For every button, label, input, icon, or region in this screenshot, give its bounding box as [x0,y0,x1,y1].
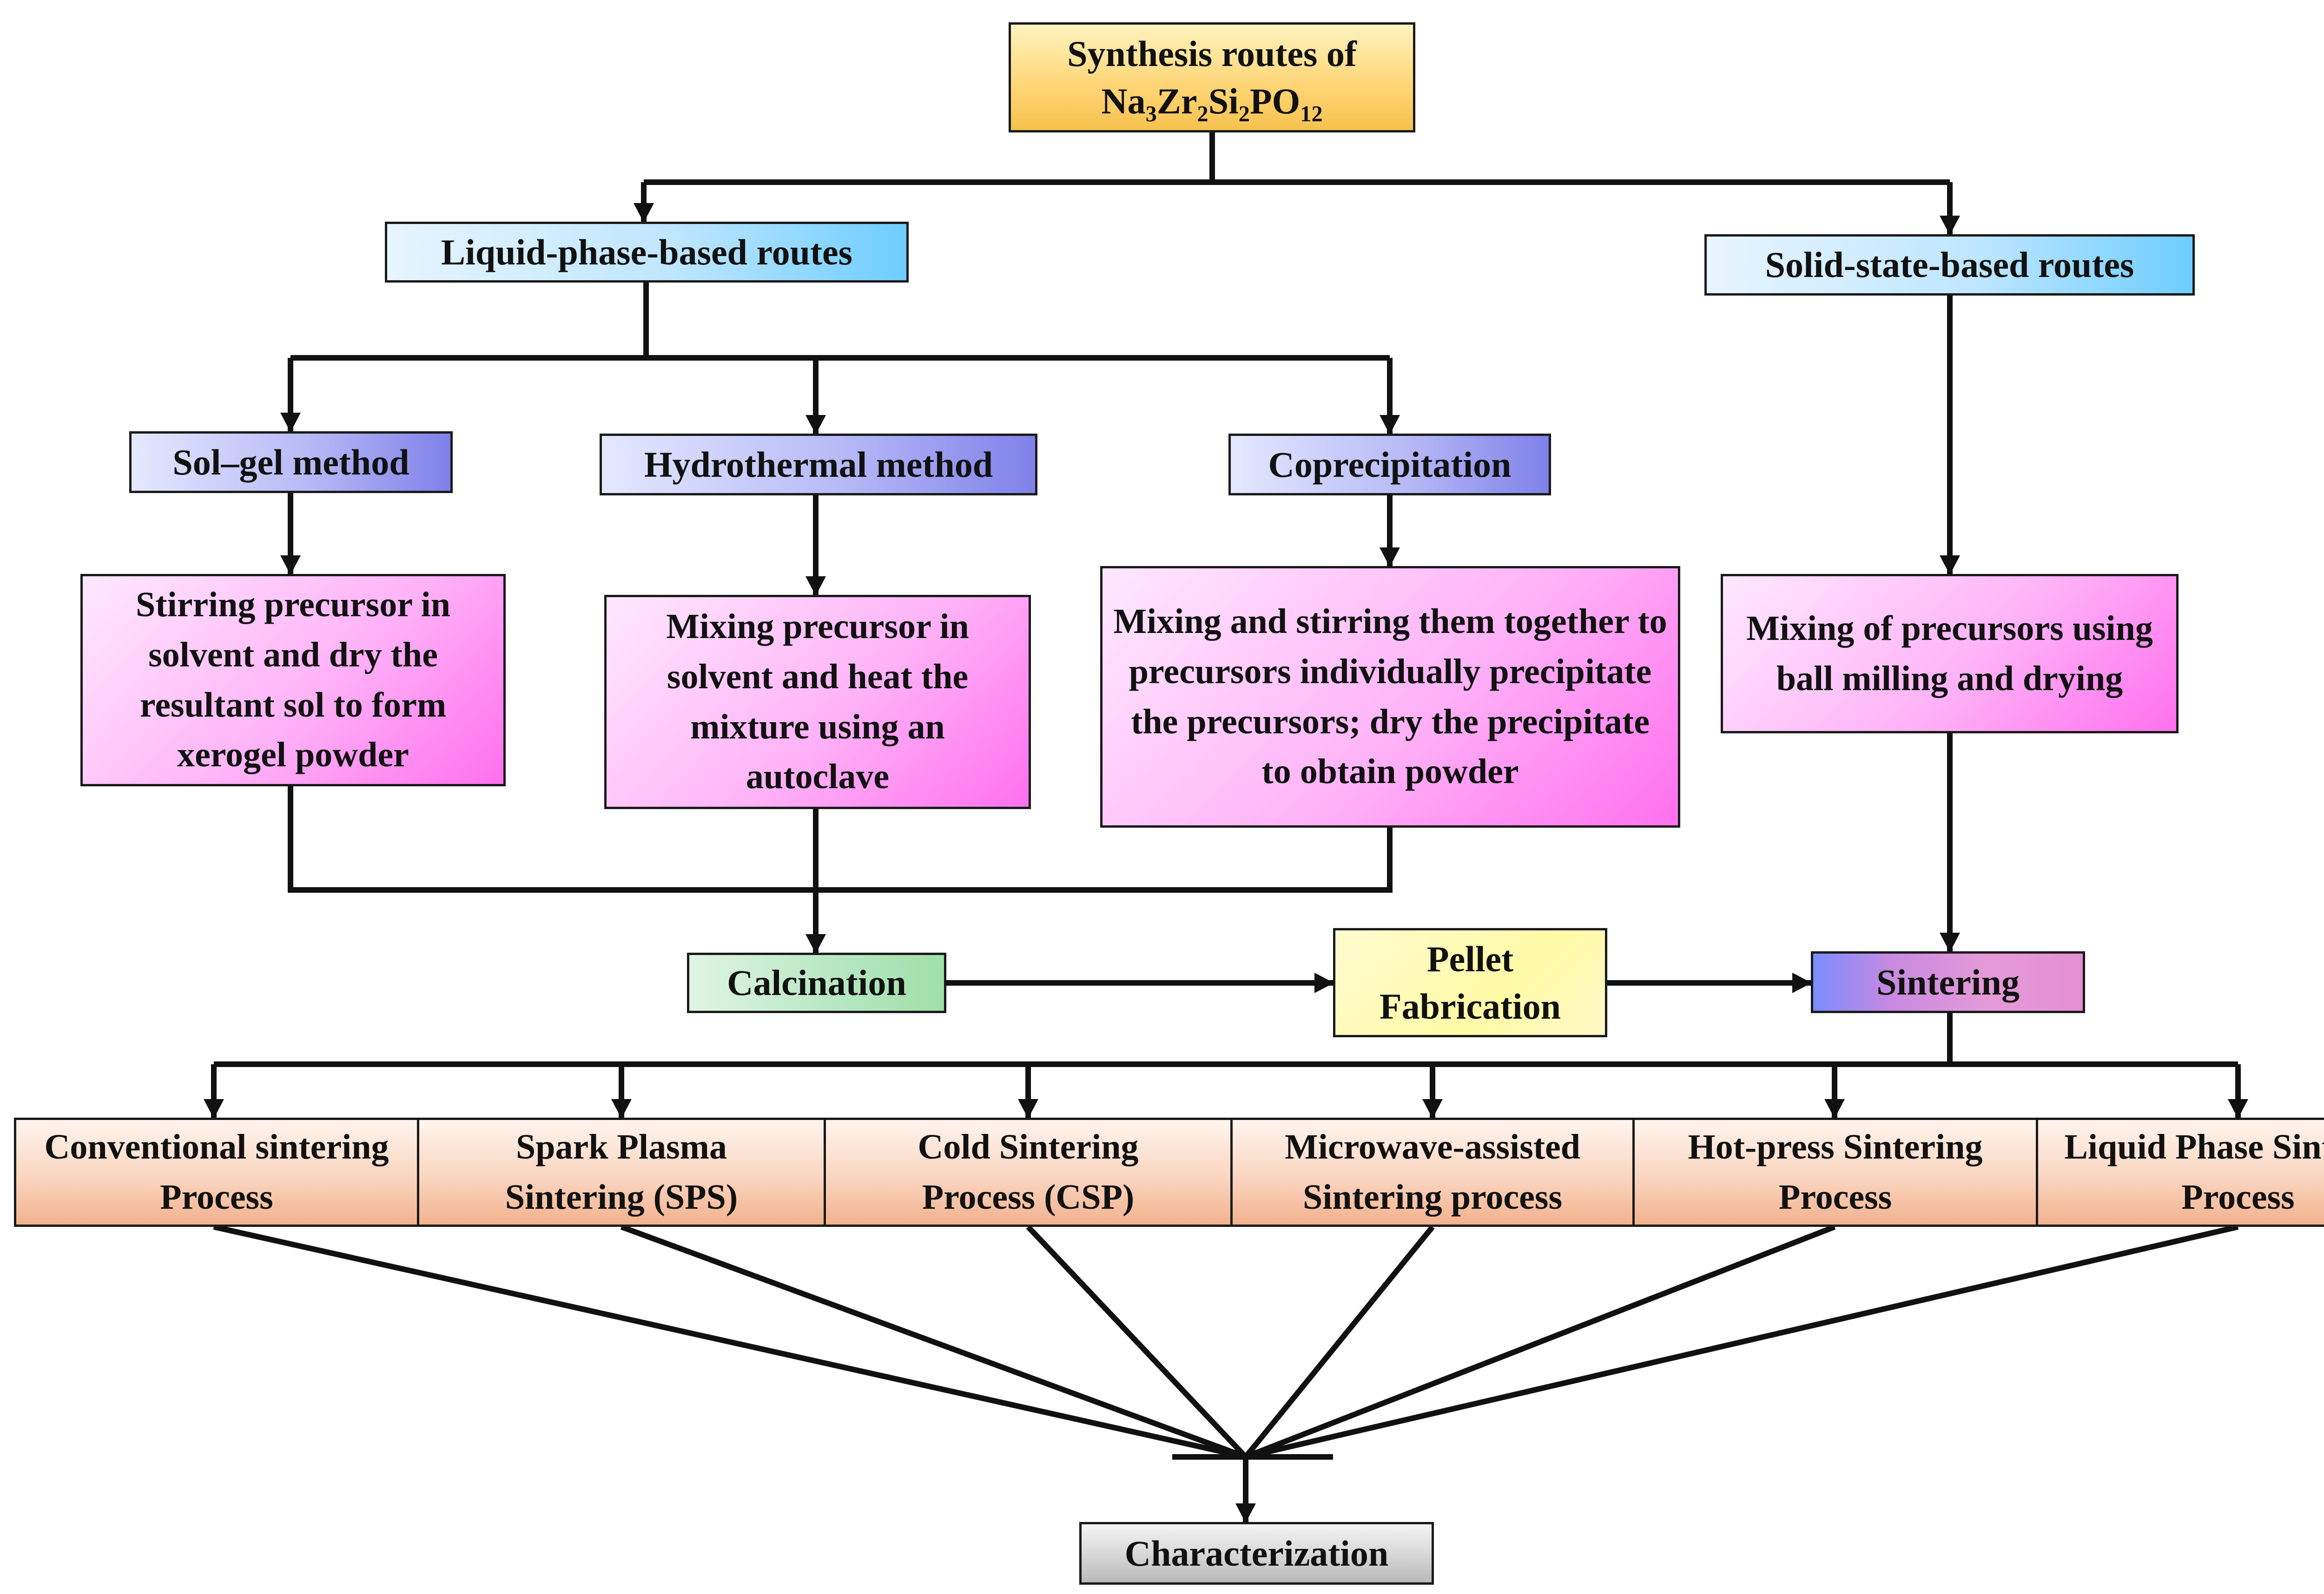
title-line1: Synthesis routes of [1067,33,1357,74]
converge-line-6 [1245,1224,2239,1460]
hydrothermal-description-text: Mixing precursor in solvent and heat the… [666,606,969,797]
sintering-label: Sintering [1876,962,2020,1002]
connector-gather [288,786,1393,893]
calcination-step: Calcination [687,953,946,1013]
coprecipitation-method: Coprecipitation [1228,434,1551,495]
hydrothermal-method: Hydrothermal method [600,434,1037,495]
process-hot-press: Hot-press Sintering Process [1632,1118,2038,1227]
hydrothermal-description: Mixing precursor in solvent and heat the… [604,595,1031,809]
converge-line-5 [1244,1224,1836,1460]
sol-gel-description-text: Stirring precursor in solvent and dry th… [136,585,450,775]
coprecipitation-description-text: Mixing and stirring them together to pre… [1113,601,1667,791]
hydrothermal-method-label: Hydrothermal method [644,444,993,485]
solid-state-routes: Solid-state-based routes [1704,234,2195,296]
process-sps-label: Spark Plasma Sintering (SPS) [505,1127,738,1217]
pellet-fabrication-step: Pellet Fabrication [1333,928,1607,1037]
sintering-step: Sintering [1811,951,2085,1013]
process-liquid-phase: Liquid Phase Sintering Process [2036,1118,2324,1227]
solid-state-description-text: Mixing of precursors using ball milling … [1746,608,2153,698]
liquid-phase-routes-label: Liquid-phase-based routes [441,231,852,272]
converge-line-4 [1243,1225,1435,1459]
connector-liquid-split [290,283,1390,361]
process-microwave: Microwave-assisted Sintering process [1230,1118,1635,1227]
liquid-phase-routes: Liquid-phase-based routes [385,222,909,283]
process-liquid-phase-label: Liquid Phase Sintering Process [2064,1127,2324,1217]
connector-top-split [644,132,1950,185]
process-sps: Spark Plasma Sintering (SPS) [417,1118,826,1227]
pellet-fabrication-label: Pellet Fabrication [1380,939,1561,1027]
connector-sinter-split [214,1013,2238,1067]
process-hot-press-label: Hot-press Sintering Process [1688,1127,1983,1217]
title-formula: Na3Zr2Si2PO12 [1101,80,1323,126]
coprecipitation-method-label: Coprecipitation [1268,444,1512,485]
process-conventional-label: Conventional sintering Process [44,1127,389,1217]
process-csp: Cold Sintering Process (CSP) [824,1118,1233,1227]
process-conventional: Conventional sintering Process [14,1118,419,1227]
converge-line-3 [1026,1225,1248,1459]
converge-line-1 [213,1224,1247,1460]
solid-state-routes-label: Solid-state-based routes [1765,244,2134,285]
calcination-label: Calcination [727,962,906,1003]
coprecipitation-description: Mixing and stirring them together to pre… [1100,566,1680,828]
converge-line-2 [620,1224,1247,1460]
process-csp-label: Cold Sintering Process (CSP) [918,1127,1139,1217]
solid-state-description: Mixing of precursors using ball milling … [1721,574,2179,733]
synthesis-routes-title: Synthesis routes of Na3Zr2Si2PO12 [1009,22,1415,132]
characterization-step: Characterization [1079,1522,1434,1585]
characterization-label: Characterization [1124,1533,1389,1574]
sol-gel-description: Stirring precursor in solvent and dry th… [80,574,506,786]
sol-gel-method: Sol–gel method [129,431,453,493]
process-microwave-label: Microwave-assisted Sintering process [1284,1127,1581,1217]
sol-gel-method-label: Sol–gel method [172,441,409,482]
